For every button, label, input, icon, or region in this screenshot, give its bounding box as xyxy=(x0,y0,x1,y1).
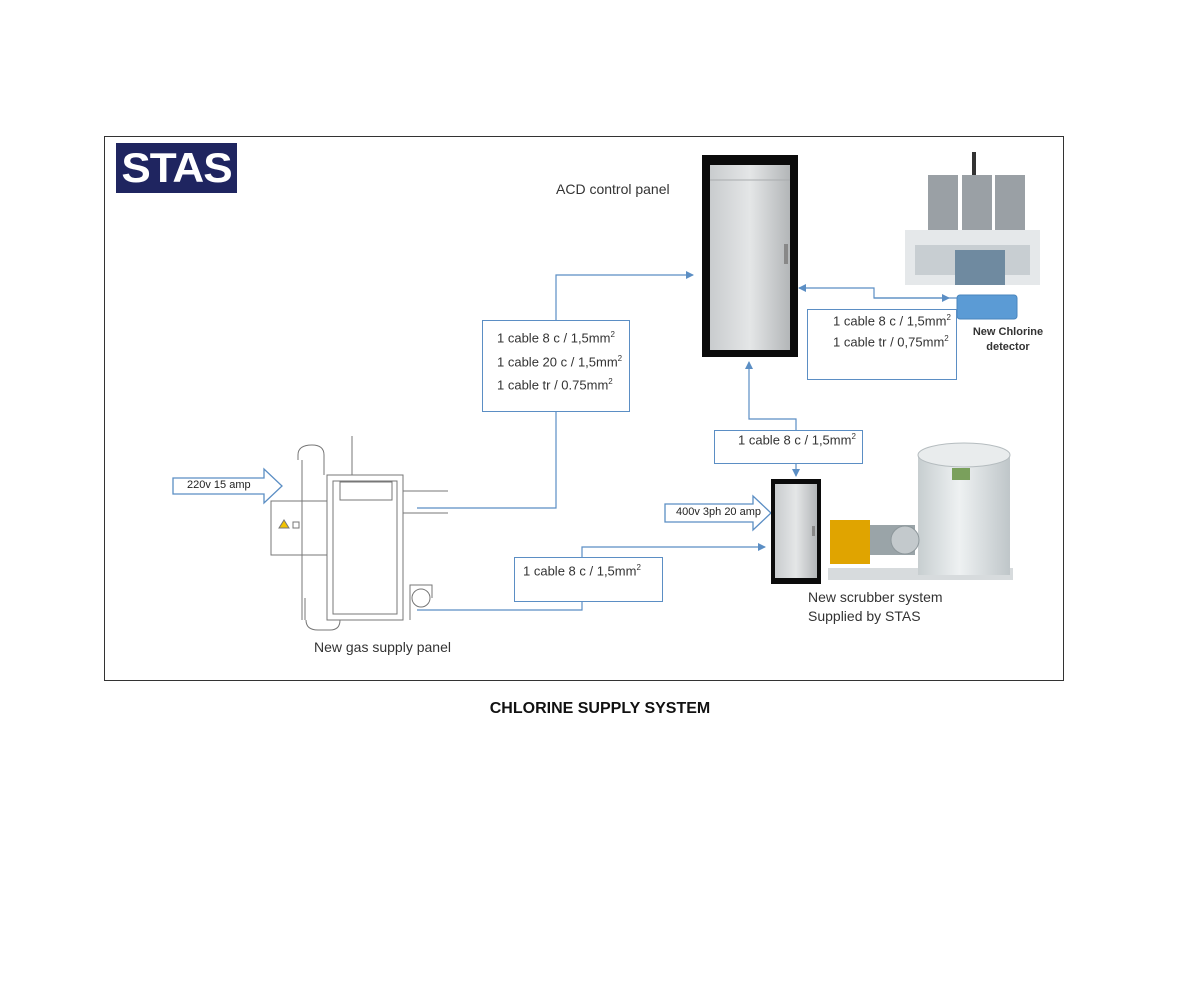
scrubber-cabinet-image xyxy=(771,479,821,584)
cable-box-gas-to-acd: 1 cable 8 c / 1,5mm2 1 cable 20 c / 1,5m… xyxy=(482,320,630,412)
cable-box-gas-to-scrubber: 1 cable 8 c / 1,5mm2 xyxy=(514,557,663,602)
cable-line: 1 cable tr / 0.75mm2 xyxy=(497,377,613,393)
acd-panel-label: ACD control panel xyxy=(556,181,670,197)
gas-panel-drawing xyxy=(270,436,448,631)
cable-line: 1 cable 8 c / 1,5mm2 xyxy=(497,330,615,346)
cable-line: 1 cable 20 c / 1,5mm2 xyxy=(497,354,623,370)
connector-detector-to-acd xyxy=(798,284,957,299)
cable-line: 1 cable 8 c / 1,5mm2 xyxy=(738,432,856,448)
cable-line: 1 cable tr / 0,75mm2 xyxy=(833,334,949,350)
power-arrow-220v xyxy=(172,467,283,505)
logo-text: STAS xyxy=(121,144,232,191)
detector-label: New Chlorine detector xyxy=(966,325,1050,355)
gas-panel-label: New gas supply panel xyxy=(314,639,451,655)
cable-line: 1 cable 8 c / 1,5mm2 xyxy=(523,563,641,579)
scrubber-label-line-1: New scrubber system xyxy=(808,589,943,605)
detector-icon xyxy=(956,294,1018,320)
acd-cabinet-image xyxy=(702,155,798,357)
scrubber-label-line-2: Supplied by STAS xyxy=(808,608,921,624)
chlorine-equipment-image xyxy=(905,152,1040,285)
power-label-400v: 400v 3ph 20 amp xyxy=(676,506,762,518)
stas-logo: STAS xyxy=(116,143,237,193)
figure-caption: CHLORINE SUPPLY SYSTEM xyxy=(489,700,711,717)
cable-line: 1 cable 8 c / 1,5mm2 xyxy=(833,313,951,329)
scrubber-system-image xyxy=(828,442,1013,580)
power-label-220v: 220v 15 amp xyxy=(187,479,251,491)
connector-scrubber-to-acd xyxy=(745,361,797,430)
detector-label-line-1: New Chlorine xyxy=(972,326,1044,338)
cable-box-scrubber-to-acd: 1 cable 8 c / 1,5mm2 xyxy=(714,430,863,464)
detector-label-line-2: detector xyxy=(986,341,1030,353)
power-arrow-400v xyxy=(664,494,772,532)
cable-box-detector-to-acd: 1 cable 8 c / 1,5mm2 1 cable tr / 0,75mm… xyxy=(807,309,957,380)
